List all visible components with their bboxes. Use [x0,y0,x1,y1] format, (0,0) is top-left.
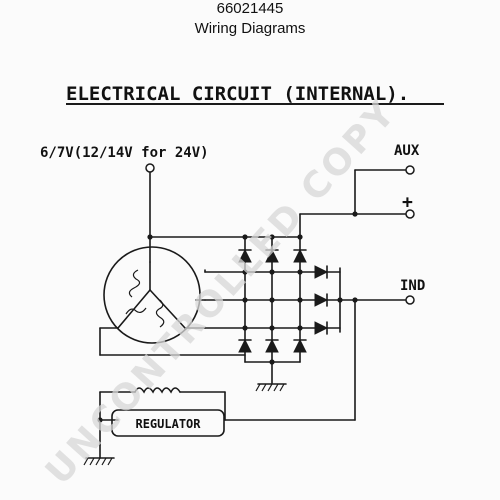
ground-symbol-icon [83,457,115,466]
junction-dots [97,211,358,423]
wiring [99,169,411,459]
voltage-label: 6/7V(12/14V for 24V) [40,145,209,161]
ind-label: IND [400,278,425,294]
regulator-box [111,409,225,437]
regulator-label: REGULATOR [135,417,201,431]
field-diodes [314,265,329,335]
terminals [145,163,415,305]
aux-label: AUX [394,143,420,159]
stator-winding [103,246,201,344]
ind-terminal [405,295,415,305]
plus-terminal [405,209,415,219]
diagram-title: ELECTRICAL CIRCUIT (INTERNAL). [66,83,409,105]
voltage-terminal [145,163,155,173]
plus-label: + [402,192,413,213]
rectifier-diodes [238,248,307,353]
field-coil-icon [134,387,181,394]
page-subtitle: Wiring Diagrams [194,20,306,37]
part-number: 66021445 [216,0,284,17]
aux-terminal [405,165,415,175]
ground-symbol-icon [255,383,287,392]
